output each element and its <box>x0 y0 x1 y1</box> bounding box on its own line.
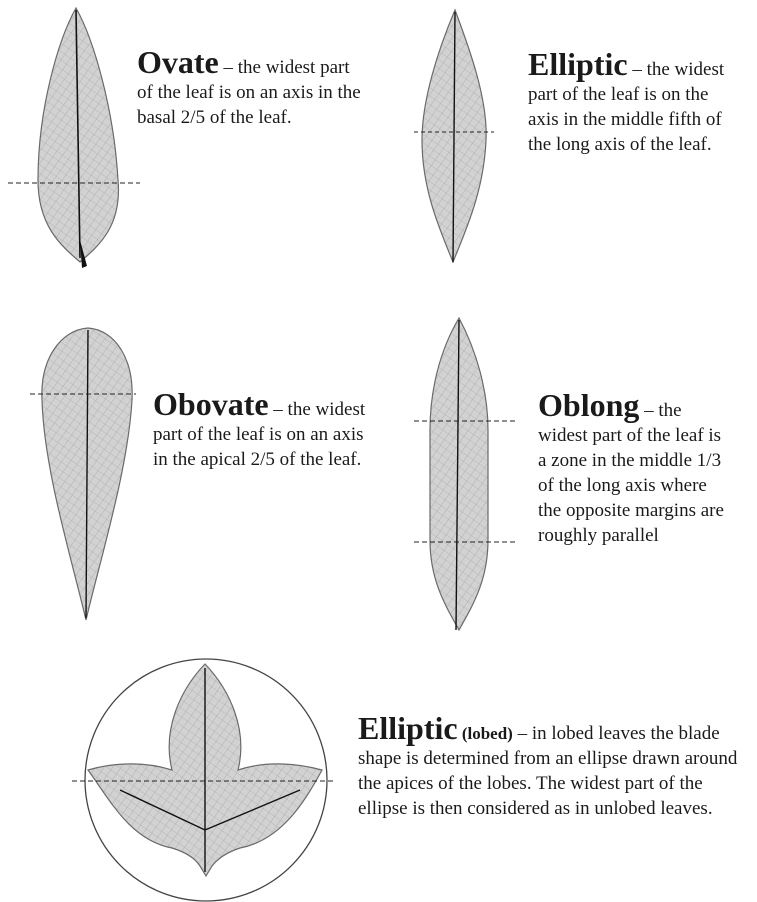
lobed-elliptic-description: Elliptic (lobed) – in lobed leaves the b… <box>358 716 744 821</box>
obovate-term: Obovate <box>153 386 269 422</box>
elliptic-leaf <box>414 10 494 262</box>
elliptic-term: Elliptic <box>528 46 628 82</box>
lobed-leaf <box>72 659 336 901</box>
obovate-description: Obovate – the widest part of the leaf is… <box>153 392 378 472</box>
ovate-term: Ovate <box>137 44 219 80</box>
obovate-leaf <box>30 328 136 620</box>
ovate-leaf <box>8 8 140 268</box>
oblong-leaf <box>414 318 516 630</box>
lobed-qualifier: (lobed) <box>458 724 513 743</box>
elliptic-description: Elliptic – the widest part of the leaf i… <box>528 52 733 157</box>
lobed-elliptic-term: Elliptic <box>358 710 458 746</box>
oblong-description: Oblong – the widest part of the leaf is … <box>538 393 734 548</box>
ovate-description: Ovate – the widest part of the leaf is o… <box>137 50 365 130</box>
oblong-term: Oblong <box>538 387 639 423</box>
